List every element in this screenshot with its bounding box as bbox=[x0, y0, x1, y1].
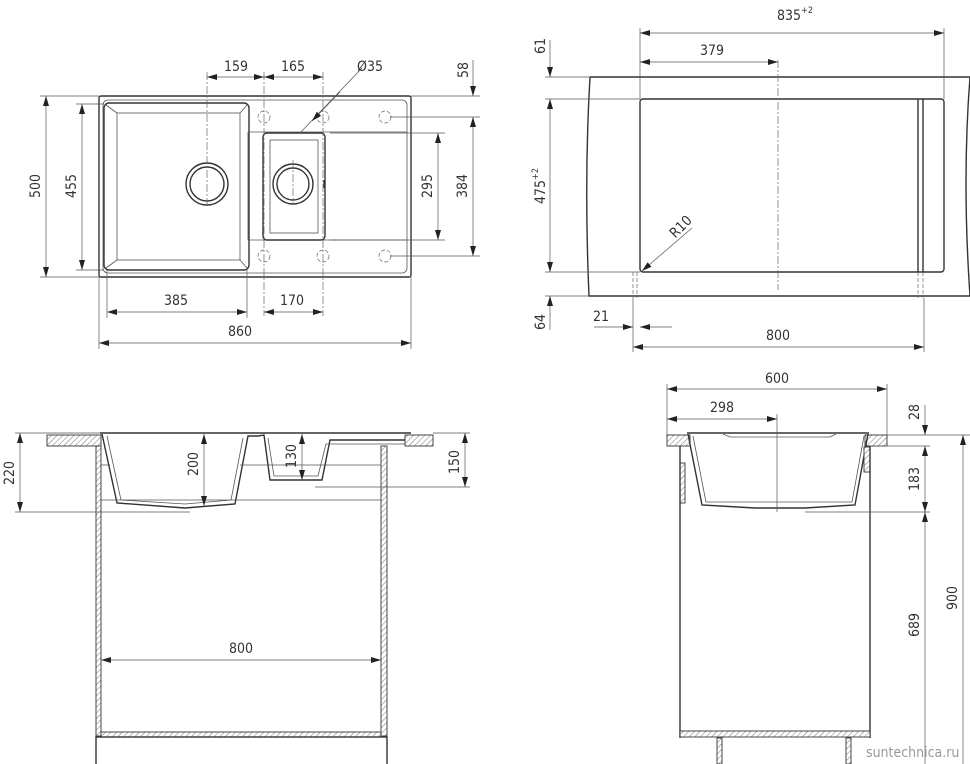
cabinet-leg bbox=[845, 737, 852, 764]
dim-170: 170 bbox=[280, 293, 304, 309]
dim-455: 455 bbox=[64, 174, 80, 198]
dim-165: 165 bbox=[281, 59, 305, 75]
cabinet-shelf bbox=[100, 731, 382, 738]
dim-689: 689 bbox=[907, 613, 923, 637]
cabinet-wall-right bbox=[380, 445, 388, 737]
sink-outline bbox=[98, 95, 412, 278]
dim-61: 61 bbox=[533, 38, 549, 54]
cabinet-wall-left bbox=[95, 445, 102, 737]
dim-r10: R10 bbox=[667, 213, 696, 242]
dim-64: 64 bbox=[533, 314, 549, 330]
dim-500: 500 bbox=[28, 174, 44, 198]
dim-800-cutout: 800 bbox=[766, 328, 790, 344]
dim-150: 150 bbox=[447, 450, 463, 474]
cabinet-leg bbox=[716, 737, 723, 764]
dim-diameter-35: Ø35 bbox=[357, 59, 383, 75]
main-bowl bbox=[103, 102, 250, 271]
dim-475: 475+2 bbox=[531, 168, 549, 204]
dim-298: 298 bbox=[710, 400, 734, 416]
dim-860: 860 bbox=[228, 324, 252, 340]
countertop-right bbox=[404, 434, 434, 447]
countertop-left bbox=[46, 434, 102, 447]
dim-835: 835+2 bbox=[777, 6, 813, 24]
dim-384: 384 bbox=[455, 174, 471, 198]
side-section: 600 298 28 183 689 900 bbox=[666, 371, 970, 764]
countertop-front bbox=[666, 434, 691, 447]
dim-800-cabinet: 800 bbox=[229, 641, 253, 657]
dim-58: 58 bbox=[456, 62, 472, 78]
dim-200: 200 bbox=[186, 452, 202, 476]
dim-379: 379 bbox=[700, 43, 724, 59]
countertop-back bbox=[864, 434, 888, 447]
cabinet-shelf bbox=[679, 730, 871, 738]
dim-183: 183 bbox=[907, 467, 923, 491]
front-section: 220 200 130 150 800 bbox=[2, 432, 470, 764]
dim-159: 159 bbox=[224, 59, 248, 75]
top-view: 159 165 Ø35 58 384 295 500 455 385 170 bbox=[28, 59, 480, 349]
dim-295: 295 bbox=[420, 174, 436, 198]
cutout-view: 835+2 379 61 475+2 64 21 800 R10 bbox=[531, 6, 970, 352]
dim-28: 28 bbox=[907, 404, 923, 420]
watermark: suntechnica.ru bbox=[866, 745, 959, 761]
dim-385: 385 bbox=[164, 293, 188, 309]
dim-600: 600 bbox=[765, 371, 789, 387]
dim-900: 900 bbox=[945, 586, 961, 610]
dim-130: 130 bbox=[284, 444, 300, 468]
cutout-outline bbox=[639, 98, 945, 273]
dim-21: 21 bbox=[593, 309, 609, 325]
countertop-outline bbox=[586, 76, 970, 297]
dim-220: 220 bbox=[2, 461, 18, 485]
secondary-bowl bbox=[247, 131, 407, 241]
